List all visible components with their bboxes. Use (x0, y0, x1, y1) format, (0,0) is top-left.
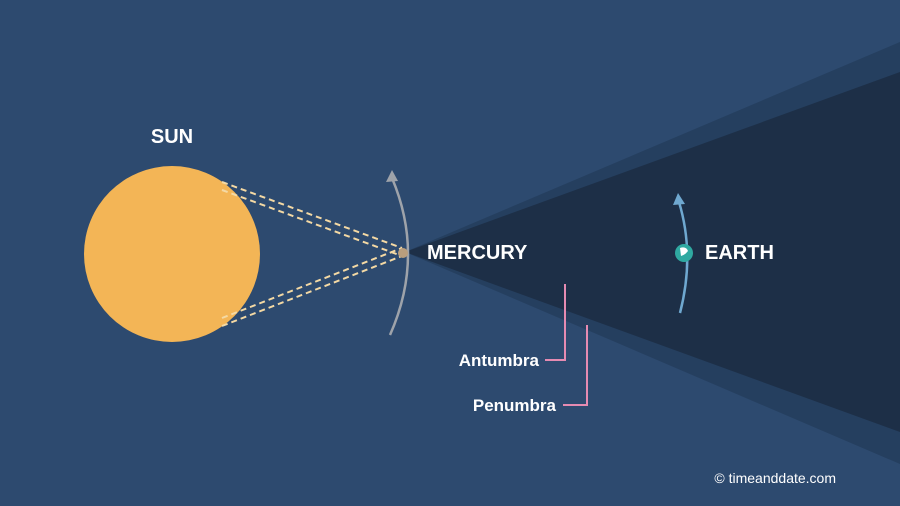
antumbra-bracket (545, 284, 566, 361)
ray-top-upper (221, 181, 403, 249)
mercury-label: MERCURY (427, 242, 528, 264)
ray-bottom-upper (221, 247, 403, 319)
credit-text: © timeanddate.com (714, 470, 836, 486)
arrow-up-icon (386, 170, 398, 182)
sun-label: SUN (151, 126, 193, 148)
antumbra-label: Antumbra (459, 351, 540, 370)
sun-circle (84, 166, 260, 342)
ray-top-lower (221, 189, 403, 257)
antumbra-region (405, 72, 900, 432)
earth-landmass (680, 247, 688, 256)
mercury-dot (398, 248, 408, 258)
penumbra-bracket (563, 325, 588, 406)
earth-label: EARTH (705, 242, 774, 264)
mercury-orbit (388, 177, 410, 336)
ray-bottom-lower (221, 255, 403, 327)
penumbra-label: Penumbra (473, 396, 557, 415)
arrow-up-icon (673, 193, 685, 205)
sun-rays (221, 181, 403, 327)
earth-globe (675, 244, 693, 262)
